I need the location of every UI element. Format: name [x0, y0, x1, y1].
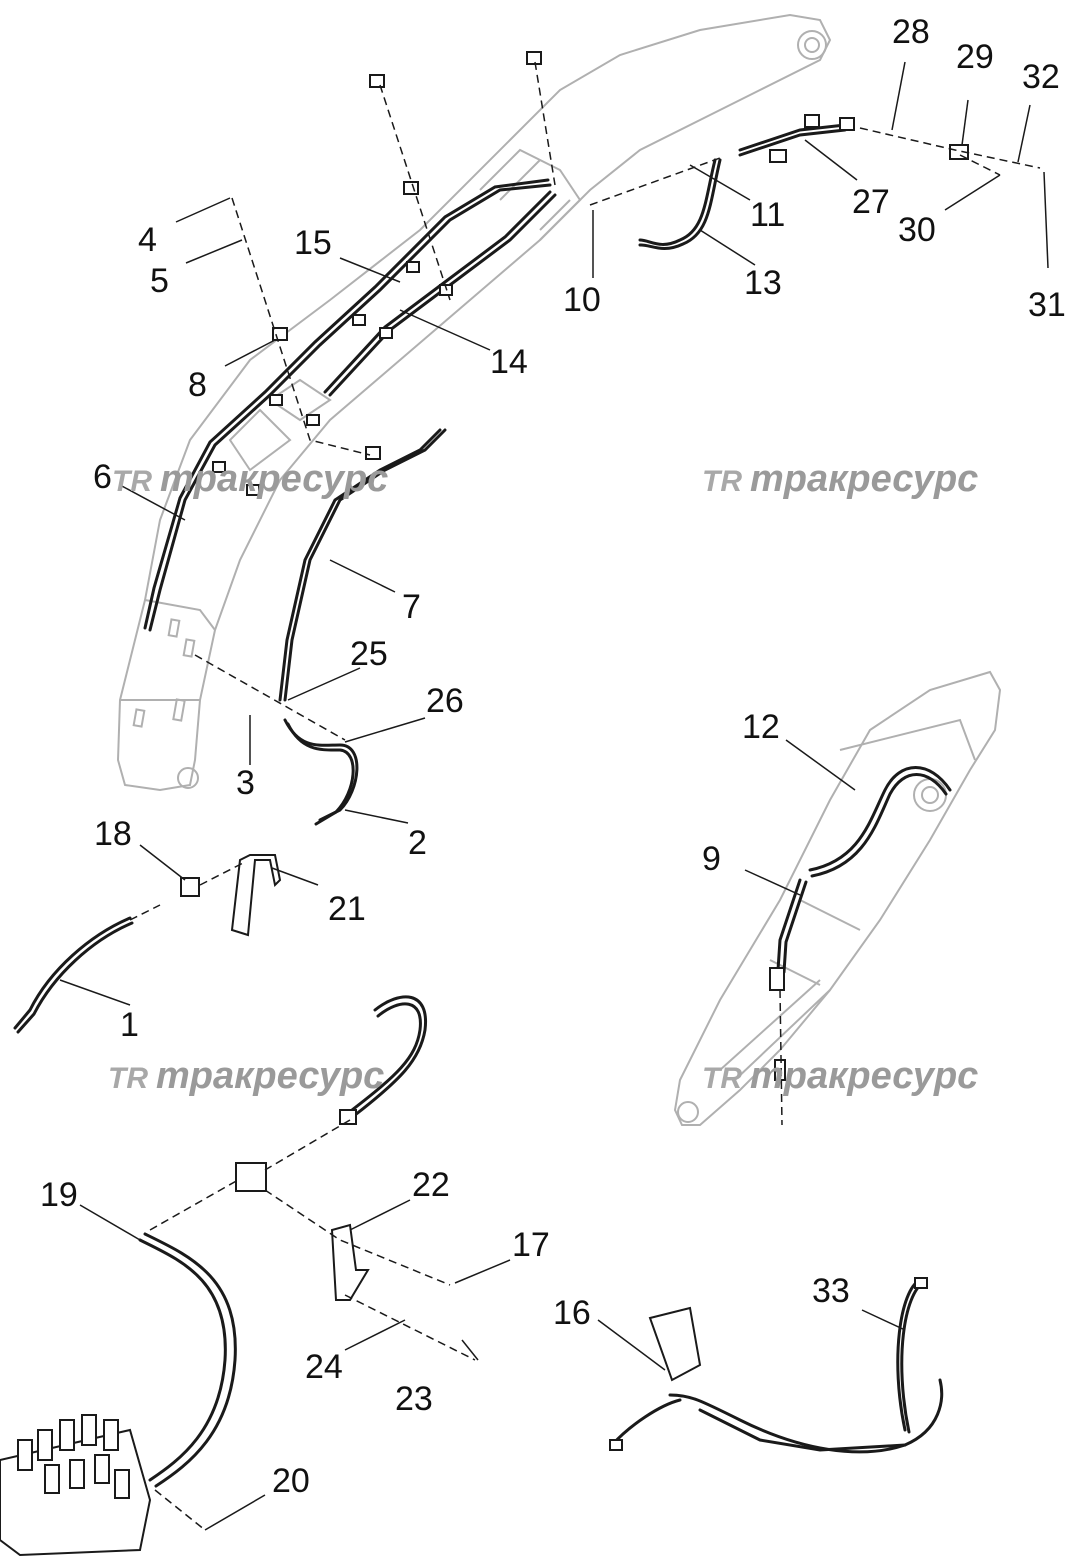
callout-20: 20	[272, 1462, 310, 1500]
watermark-text: тракресурс	[160, 458, 389, 500]
callout-17: 17	[512, 1226, 550, 1264]
callout-25: 25	[350, 635, 388, 673]
watermark-logo: TR	[702, 465, 742, 498]
callout-6: 6	[93, 458, 112, 496]
callout-29: 29	[956, 38, 994, 76]
callout-21: 21	[328, 890, 366, 928]
callout-24: 24	[305, 1348, 343, 1386]
callout-13: 13	[744, 264, 782, 302]
callout-12: 12	[742, 708, 780, 746]
callout-15: 15	[294, 224, 332, 262]
callout-8: 8	[188, 366, 207, 404]
watermark-text: тракресурс	[750, 1055, 979, 1097]
callout-1: 1	[120, 1006, 139, 1044]
watermark-logo: TR	[108, 1062, 148, 1095]
assembly-lines	[129, 61, 1041, 1531]
callout-5: 5	[150, 262, 169, 300]
watermark-text: тракресурс	[156, 1055, 385, 1097]
watermark-logo: TR	[702, 1062, 742, 1095]
boom-outline	[116, 13, 832, 792]
watermark-logo: TR	[112, 465, 152, 498]
callout-11: 11	[750, 196, 786, 234]
callout-19: 19	[40, 1176, 78, 1214]
callout-27: 27	[852, 183, 890, 221]
small-parts	[180, 51, 969, 1451]
callout-32: 32	[1022, 58, 1060, 96]
callout-33: 33	[812, 1272, 850, 1310]
leader-lines	[59, 61, 1049, 1531]
callout-31: 31	[1028, 286, 1066, 324]
watermark-text: тракресурс	[750, 458, 979, 500]
callout-4: 4	[138, 221, 157, 259]
callout-30: 30	[898, 211, 936, 249]
callout-9: 9	[702, 840, 721, 878]
callout-7: 7	[402, 588, 421, 626]
callout-18: 18	[94, 815, 132, 853]
callout-28: 28	[892, 13, 930, 51]
callout-2: 2	[408, 824, 427, 862]
callout-3: 3	[236, 764, 255, 802]
callout-14: 14	[490, 343, 528, 381]
callout-22: 22	[412, 1166, 450, 1204]
control-valve	[0, 1414, 152, 1557]
callout-10: 10	[563, 281, 601, 319]
callout-23: 23	[395, 1380, 433, 1418]
callout-16: 16	[553, 1294, 591, 1332]
brackets	[230, 854, 702, 1382]
callout-26: 26	[426, 682, 464, 720]
hose-lines	[13, 123, 952, 1488]
